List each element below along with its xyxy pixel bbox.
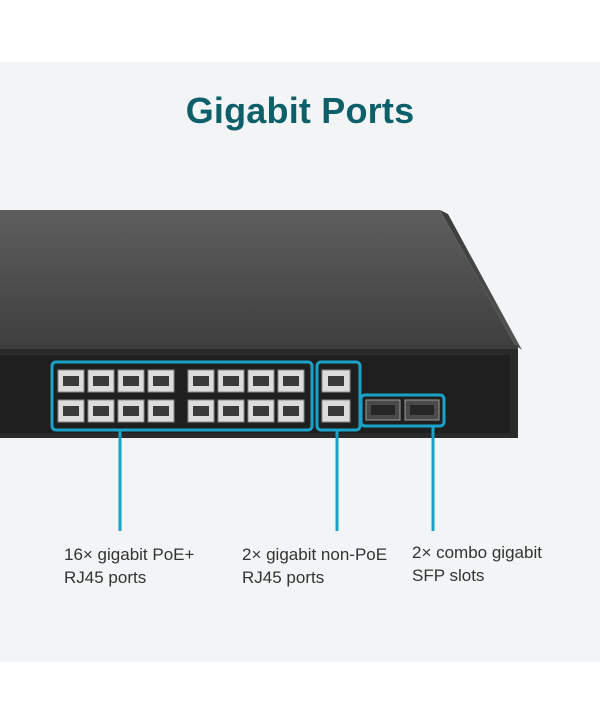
callout-nonpoe-line1: 2× gigabit non-PoE <box>242 545 388 564</box>
page-title: Gigabit Ports <box>185 90 415 131</box>
callout-poe-line2: RJ45 ports <box>64 568 147 587</box>
rj45-port-row <box>57 369 305 393</box>
highlight-sfp <box>359 393 446 428</box>
rj45-poe-ports <box>57 369 305 423</box>
callout-lines <box>118 426 435 531</box>
callout-poe-line1: 16× gigabit PoE+ <box>64 545 195 564</box>
callout-sfp-label: 2× combo gigabit SFP slots <box>412 541 542 587</box>
callout-sfp-line1: 2× combo gigabit <box>412 543 542 562</box>
callout-nonpoe-label: 2× gigabit non-PoE RJ45 ports <box>242 543 387 589</box>
rj45-nonpoe-ports <box>321 369 351 423</box>
rj45-port-row <box>57 399 305 423</box>
port-highlights <box>50 360 446 432</box>
chassis-top <box>0 210 515 345</box>
chassis-edge <box>440 210 522 350</box>
highlight-poe <box>50 360 314 432</box>
sfp-slots <box>365 399 440 421</box>
callout-sfp-line2: SFP slots <box>412 566 485 585</box>
callout-nonpoe-line2: RJ45 ports <box>242 568 325 587</box>
callout-poe-label: 16× gigabit PoE+ RJ45 ports <box>64 543 194 589</box>
